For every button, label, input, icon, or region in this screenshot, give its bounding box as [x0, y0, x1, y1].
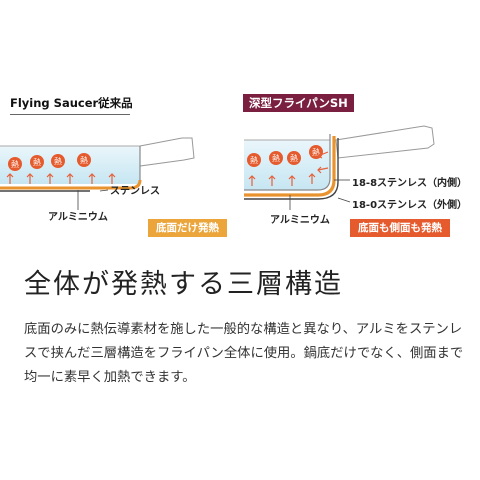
heat-label: 熱	[272, 153, 280, 163]
full-heat-badge: 底面も側面も発熱	[350, 219, 450, 237]
label-aluminium-left: アルミニウム	[48, 212, 108, 223]
heat-label: 熱	[290, 153, 298, 163]
label-aluminium-right: アルミニウム	[270, 215, 330, 226]
heat-label: 熱	[11, 159, 19, 169]
heat-arrows-left	[6, 173, 116, 184]
heat-icons-left: 熱 熱 熱 熱	[8, 153, 91, 171]
description: 底面のみに熱伝導素材を施した一般的な構造と異なり、アルミをステンレスで挟んだ三層…	[24, 322, 464, 385]
heat-label: 熱	[250, 155, 258, 165]
bottom-heat-badge: 底面だけ発熱	[148, 219, 227, 237]
title-underline	[10, 114, 130, 115]
right-pan: 熱 熱 熱 熱	[244, 125, 435, 210]
deep-pan-title: 深型フライパンSH	[243, 94, 354, 112]
heat-arrows-right	[248, 151, 329, 186]
headline: 全体が発熱する三層構造	[24, 269, 343, 300]
conventional-product-title: Flying Saucer従来品	[10, 96, 133, 110]
heat-label: 熱	[54, 156, 62, 166]
label-18-0-stainless: 18-0ステンレス（外側）	[352, 200, 468, 211]
heat-label: 熱	[33, 157, 41, 167]
heat-label: 熱	[80, 155, 88, 165]
pan-cross-section-diagrams: 熱 熱 熱 熱	[0, 125, 435, 210]
heat-label: 熱	[312, 147, 320, 157]
left-pan: 熱 熱 熱 熱	[0, 137, 195, 210]
label-stainless: ステンレス	[110, 186, 160, 197]
label-18-8-stainless: 18-8ステンレス（内側）	[352, 178, 468, 189]
